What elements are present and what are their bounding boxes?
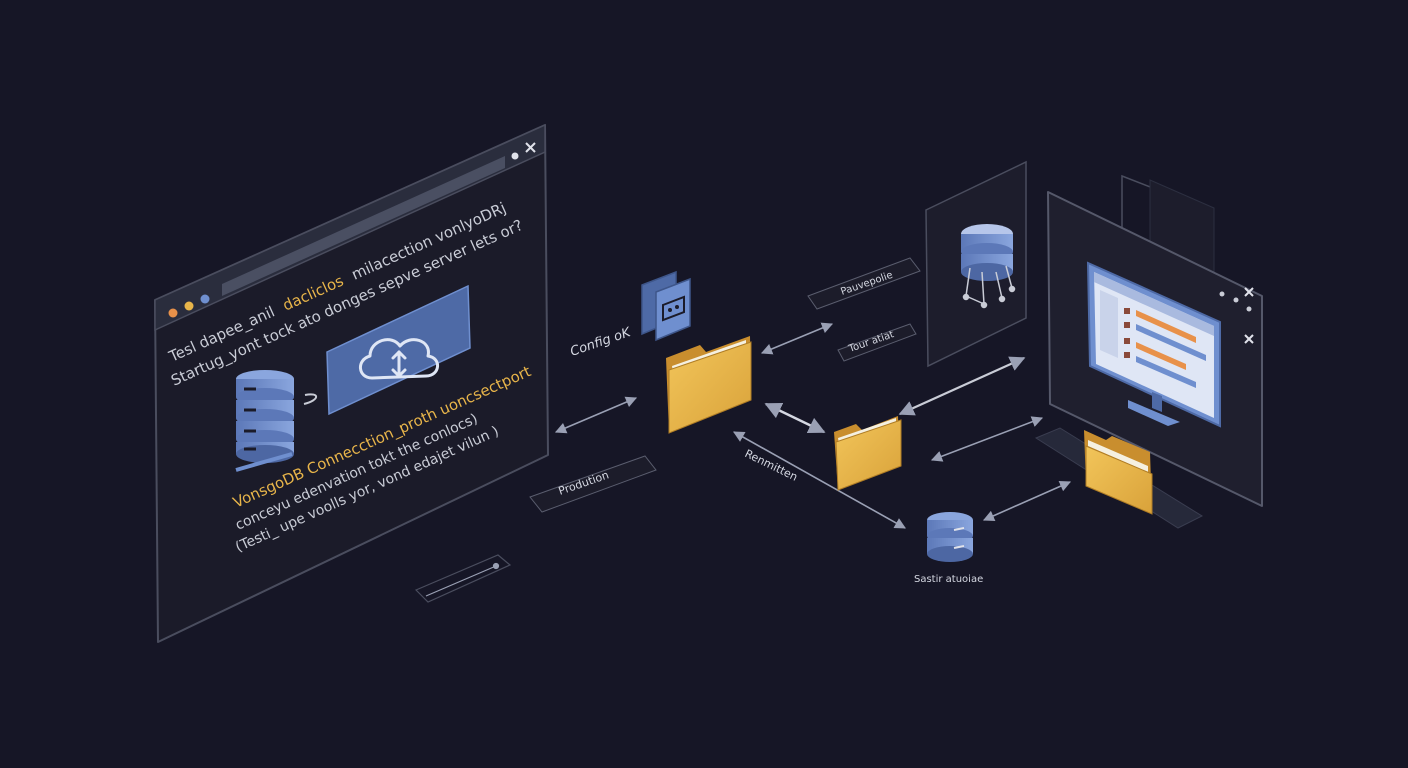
close-icon[interactable] <box>1244 287 1254 297</box>
separator-line <box>414 554 512 603</box>
cloud-panel <box>326 284 471 416</box>
svg-text:Sastir atuoiae: Sastir atuoiae <box>914 574 983 585</box>
network-db-panel <box>925 160 1027 368</box>
folder-icon <box>834 416 902 491</box>
connector-arrow <box>733 431 906 529</box>
minimize-dot-icon[interactable] <box>184 301 194 311</box>
svg-text:Config oK: Config oK <box>568 325 633 360</box>
production-label: Prodution <box>529 455 657 513</box>
monitor-icon <box>1086 261 1221 428</box>
folder-icon <box>666 336 752 434</box>
database-icon <box>927 512 973 562</box>
config-label: Config oK <box>568 325 633 360</box>
passage-label: Pauvepolie <box>807 257 921 310</box>
close-icon[interactable] <box>525 142 536 153</box>
connector-arrow <box>764 402 826 434</box>
sastir-label: Sastir atuoiae <box>914 574 983 585</box>
connector-arrow <box>898 356 1026 416</box>
database-icon <box>235 370 294 472</box>
cloud-sync-icon <box>359 338 439 380</box>
connector-arrow <box>982 480 1072 522</box>
network-database-icon <box>961 224 1016 309</box>
folder-icon <box>1084 430 1153 515</box>
close-dot-icon[interactable] <box>168 308 178 318</box>
connector-arrow <box>930 416 1044 462</box>
connector-arrow <box>554 396 638 434</box>
connector-arrow <box>760 322 834 355</box>
maximize-dot-icon[interactable] <box>200 294 210 304</box>
editor-window: Tesl dapee_anil dacliclos milacection vo… <box>154 123 549 643</box>
config-file-icon <box>641 270 691 342</box>
address-bar[interactable] <box>222 156 505 296</box>
tour-label: Tour atiat <box>837 323 917 362</box>
monitor-window <box>1034 174 1263 529</box>
